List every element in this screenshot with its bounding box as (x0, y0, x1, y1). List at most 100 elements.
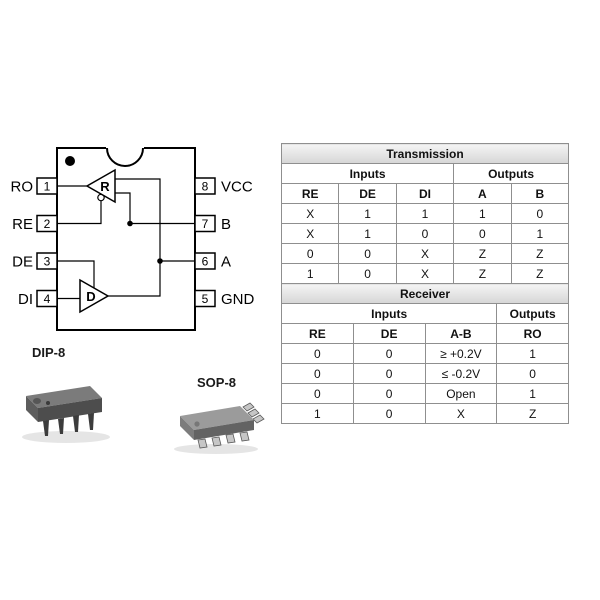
table-row: 1 0 X Z Z (280, 263, 570, 284)
transmission-table: Transmission Inputs Outputs RE DE DI A B… (280, 143, 570, 284)
cell: 0 (281, 383, 354, 404)
col-header: B (510, 183, 570, 204)
sop8-package-image (174, 402, 265, 454)
pin-label-vcc: VCC (221, 179, 253, 196)
pinout-diagram: R D 1 2 3 4 8 7 6 5 RO RE DE DI VCC B A … (11, 146, 265, 454)
table-title-row: Receiver (281, 283, 569, 304)
internal-wiring (57, 178, 195, 300)
receiver-title: Receiver (281, 283, 569, 304)
cell: Z (510, 243, 570, 264)
pin-number: 5 (202, 292, 209, 306)
col-header: RE (281, 323, 354, 344)
cell: 0 (395, 223, 455, 244)
sop8-label: SOP-8 (197, 375, 236, 390)
table-row: 0 0 ≥ +0.2V 1 (281, 343, 569, 364)
table-row: X 1 1 1 0 (280, 203, 570, 224)
driver-symbol: D (86, 289, 95, 304)
col-header: DI (395, 183, 455, 204)
pin-numbers: 1 2 3 4 8 7 6 5 (44, 180, 209, 307)
cell: 0 (281, 343, 354, 364)
group-header-row: Inputs Outputs (280, 163, 569, 184)
cell: 0 (338, 243, 397, 264)
inputs-header: Inputs (280, 303, 498, 324)
cell: 0 (352, 363, 426, 384)
cell: 1 (496, 343, 569, 364)
dip8-label: DIP-8 (32, 345, 65, 360)
pin1-marker-icon (65, 156, 75, 166)
cell: X (280, 203, 340, 224)
pin-number: 7 (202, 217, 209, 231)
group-header-row: Inputs Outputs (280, 303, 569, 324)
cell: 0 (453, 223, 512, 244)
cell: 0 (352, 383, 426, 404)
column-header-row: RE DE DI A B (280, 183, 570, 204)
cell: 0 (280, 243, 340, 264)
junction-dot (127, 220, 133, 227)
pin-number: 2 (44, 217, 51, 231)
table-row: 0 0 ≤ -0.2V 0 (281, 363, 569, 384)
pin-number: 6 (202, 255, 209, 269)
notch-icon (106, 147, 144, 167)
col-header: DE (338, 183, 397, 204)
receiver-triangle: R (85, 168, 116, 204)
col-header: DE (352, 323, 426, 344)
pin-labels: RO RE DE DI VCC B A GND (11, 179, 255, 309)
outputs-header: Outputs (453, 163, 569, 184)
inputs-header: Inputs (280, 163, 455, 184)
truth-tables: Transmission Inputs Outputs RE DE DI A B… (280, 143, 570, 424)
pin-label-gnd: GND (221, 291, 255, 308)
cell: 1 (280, 263, 340, 284)
cell: 1 (338, 223, 397, 244)
cell: 1 (395, 203, 455, 224)
cell: X (424, 403, 498, 424)
cell: 0 (338, 263, 397, 284)
pin-label-re: RE (12, 216, 33, 233)
cell: 0 (281, 363, 354, 384)
cell: X (395, 263, 455, 284)
receiver-symbol: R (100, 179, 110, 194)
col-header: A-B (424, 323, 498, 344)
table-row: 0 0 X Z Z (280, 243, 570, 264)
cell: 1 (453, 203, 512, 224)
cell: Z (510, 263, 570, 284)
pin-label-b: B (221, 216, 231, 233)
pin-boxes (36, 177, 216, 308)
col-header: RE (280, 183, 340, 204)
cell: 1 (281, 403, 354, 424)
pin-label-ro: RO (11, 179, 34, 196)
cell: Open (424, 383, 498, 404)
col-header: RO (496, 323, 569, 344)
pin-label-di: DI (18, 291, 33, 308)
cell: Z (453, 263, 512, 284)
receiver-table: Receiver Inputs Outputs RE DE A-B RO 0 0… (280, 283, 569, 424)
driver-triangle: D (79, 278, 110, 314)
cell: ≤ -0.2V (424, 363, 498, 384)
ic-body (56, 146, 196, 331)
cell: X (395, 243, 455, 264)
pin-number: 3 (44, 255, 51, 269)
cell: Z (453, 243, 512, 264)
outputs-header: Outputs (496, 303, 569, 324)
cell: 1 (496, 383, 569, 404)
dip8-package-image (22, 386, 110, 443)
cell: Z (496, 403, 569, 424)
cell: 0 (510, 203, 570, 224)
pin-label-a: A (221, 254, 231, 271)
cell: 1 (338, 203, 397, 224)
pin-label-de: DE (12, 254, 33, 271)
cell: 1 (510, 223, 570, 244)
transmission-title: Transmission (281, 143, 569, 164)
table-row: X 1 0 0 1 (280, 223, 570, 244)
junction-dot (157, 258, 163, 264)
pin-number: 8 (202, 180, 209, 194)
table-row: 0 0 Open 1 (281, 383, 569, 404)
col-header: A (453, 183, 512, 204)
cell: 0 (496, 363, 569, 384)
cell: 0 (352, 403, 426, 424)
column-header-row: RE DE A-B RO (281, 323, 569, 344)
cell: X (280, 223, 340, 244)
pin-number: 1 (44, 180, 51, 194)
table-title-row: Transmission (281, 143, 569, 164)
pin-number: 4 (44, 292, 51, 306)
cell: 0 (352, 343, 426, 364)
